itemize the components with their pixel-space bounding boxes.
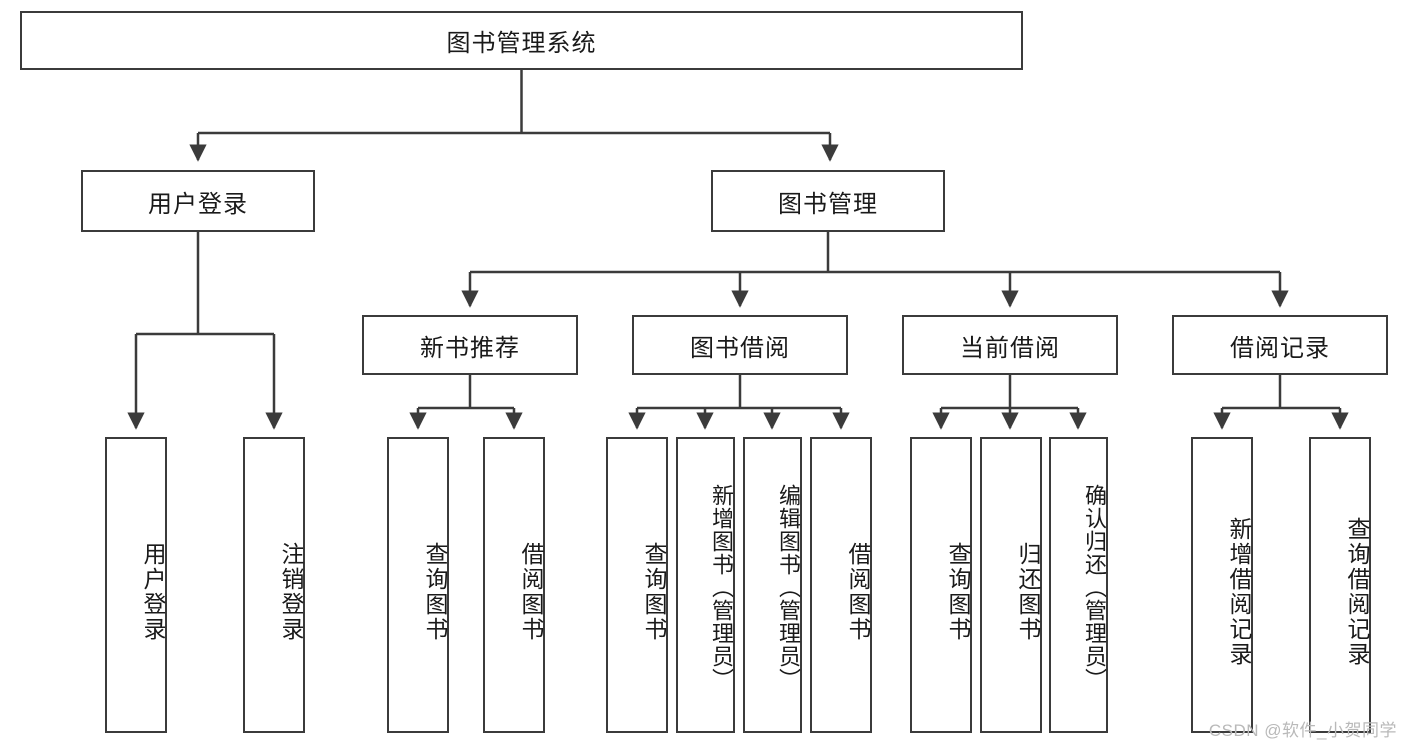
node-label: 查询图书 — [422, 542, 448, 642]
node-label: 当前借阅 — [960, 334, 1060, 362]
leaf-user-login-login[interactable]: 用户登录 — [105, 437, 167, 733]
node-new-book-recommend[interactable]: 新书推荐 — [362, 315, 578, 375]
leaf-borrow-edit-book-admin[interactable]: 编辑图书（管理员） — [743, 437, 802, 733]
node-label: 新书推荐 — [420, 334, 520, 362]
node-label: 图书管理系统 — [446, 30, 597, 57]
leaf-recommend-query-book[interactable]: 查询图书 — [387, 437, 449, 733]
node-label: 新增图书（管理员） — [709, 483, 734, 691]
node-root-system[interactable]: 图书管理系统 — [20, 11, 1023, 70]
node-label: 借阅图书 — [845, 542, 871, 642]
node-label: 新增借阅记录 — [1226, 517, 1252, 667]
node-label: 借阅图书 — [518, 542, 544, 642]
node-borrow-record[interactable]: 借阅记录 — [1172, 315, 1388, 375]
leaf-current-query-book[interactable]: 查询图书 — [910, 437, 972, 733]
node-label: 查询图书 — [641, 542, 667, 642]
node-label: 确认归还（管理员） — [1082, 483, 1107, 691]
node-label: 归还图书 — [1015, 542, 1041, 642]
node-label: 图书管理 — [778, 190, 878, 218]
node-book-borrow[interactable]: 图书借阅 — [632, 315, 848, 375]
leaf-borrow-add-book-admin[interactable]: 新增图书（管理员） — [676, 437, 735, 733]
leaf-record-query-record[interactable]: 查询借阅记录 — [1309, 437, 1371, 733]
node-label: 查询图书 — [945, 542, 971, 642]
node-label: 图书借阅 — [690, 334, 790, 362]
node-label: 编辑图书（管理员） — [776, 483, 801, 691]
node-label: 用户登录 — [148, 190, 248, 218]
node-label: 查询借阅记录 — [1344, 517, 1370, 667]
leaf-user-login-logout[interactable]: 注销登录 — [243, 437, 305, 733]
node-label: 借阅记录 — [1230, 334, 1330, 362]
leaf-current-confirm-return-admin[interactable]: 确认归还（管理员） — [1049, 437, 1108, 733]
leaf-borrow-borrow-book[interactable]: 借阅图书 — [810, 437, 872, 733]
node-book-management[interactable]: 图书管理 — [711, 170, 945, 232]
node-user-login[interactable]: 用户登录 — [81, 170, 315, 232]
node-label: 用户登录 — [140, 542, 166, 642]
leaf-record-add-record[interactable]: 新增借阅记录 — [1191, 437, 1253, 733]
leaf-recommend-borrow-book[interactable]: 借阅图书 — [483, 437, 545, 733]
watermark-text: CSDN @软件_小贺同学 — [1208, 721, 1397, 740]
node-label: 注销登录 — [278, 542, 304, 642]
leaf-current-return-book[interactable]: 归还图书 — [980, 437, 1042, 733]
node-current-borrow[interactable]: 当前借阅 — [902, 315, 1118, 375]
leaf-borrow-query-book[interactable]: 查询图书 — [606, 437, 668, 733]
